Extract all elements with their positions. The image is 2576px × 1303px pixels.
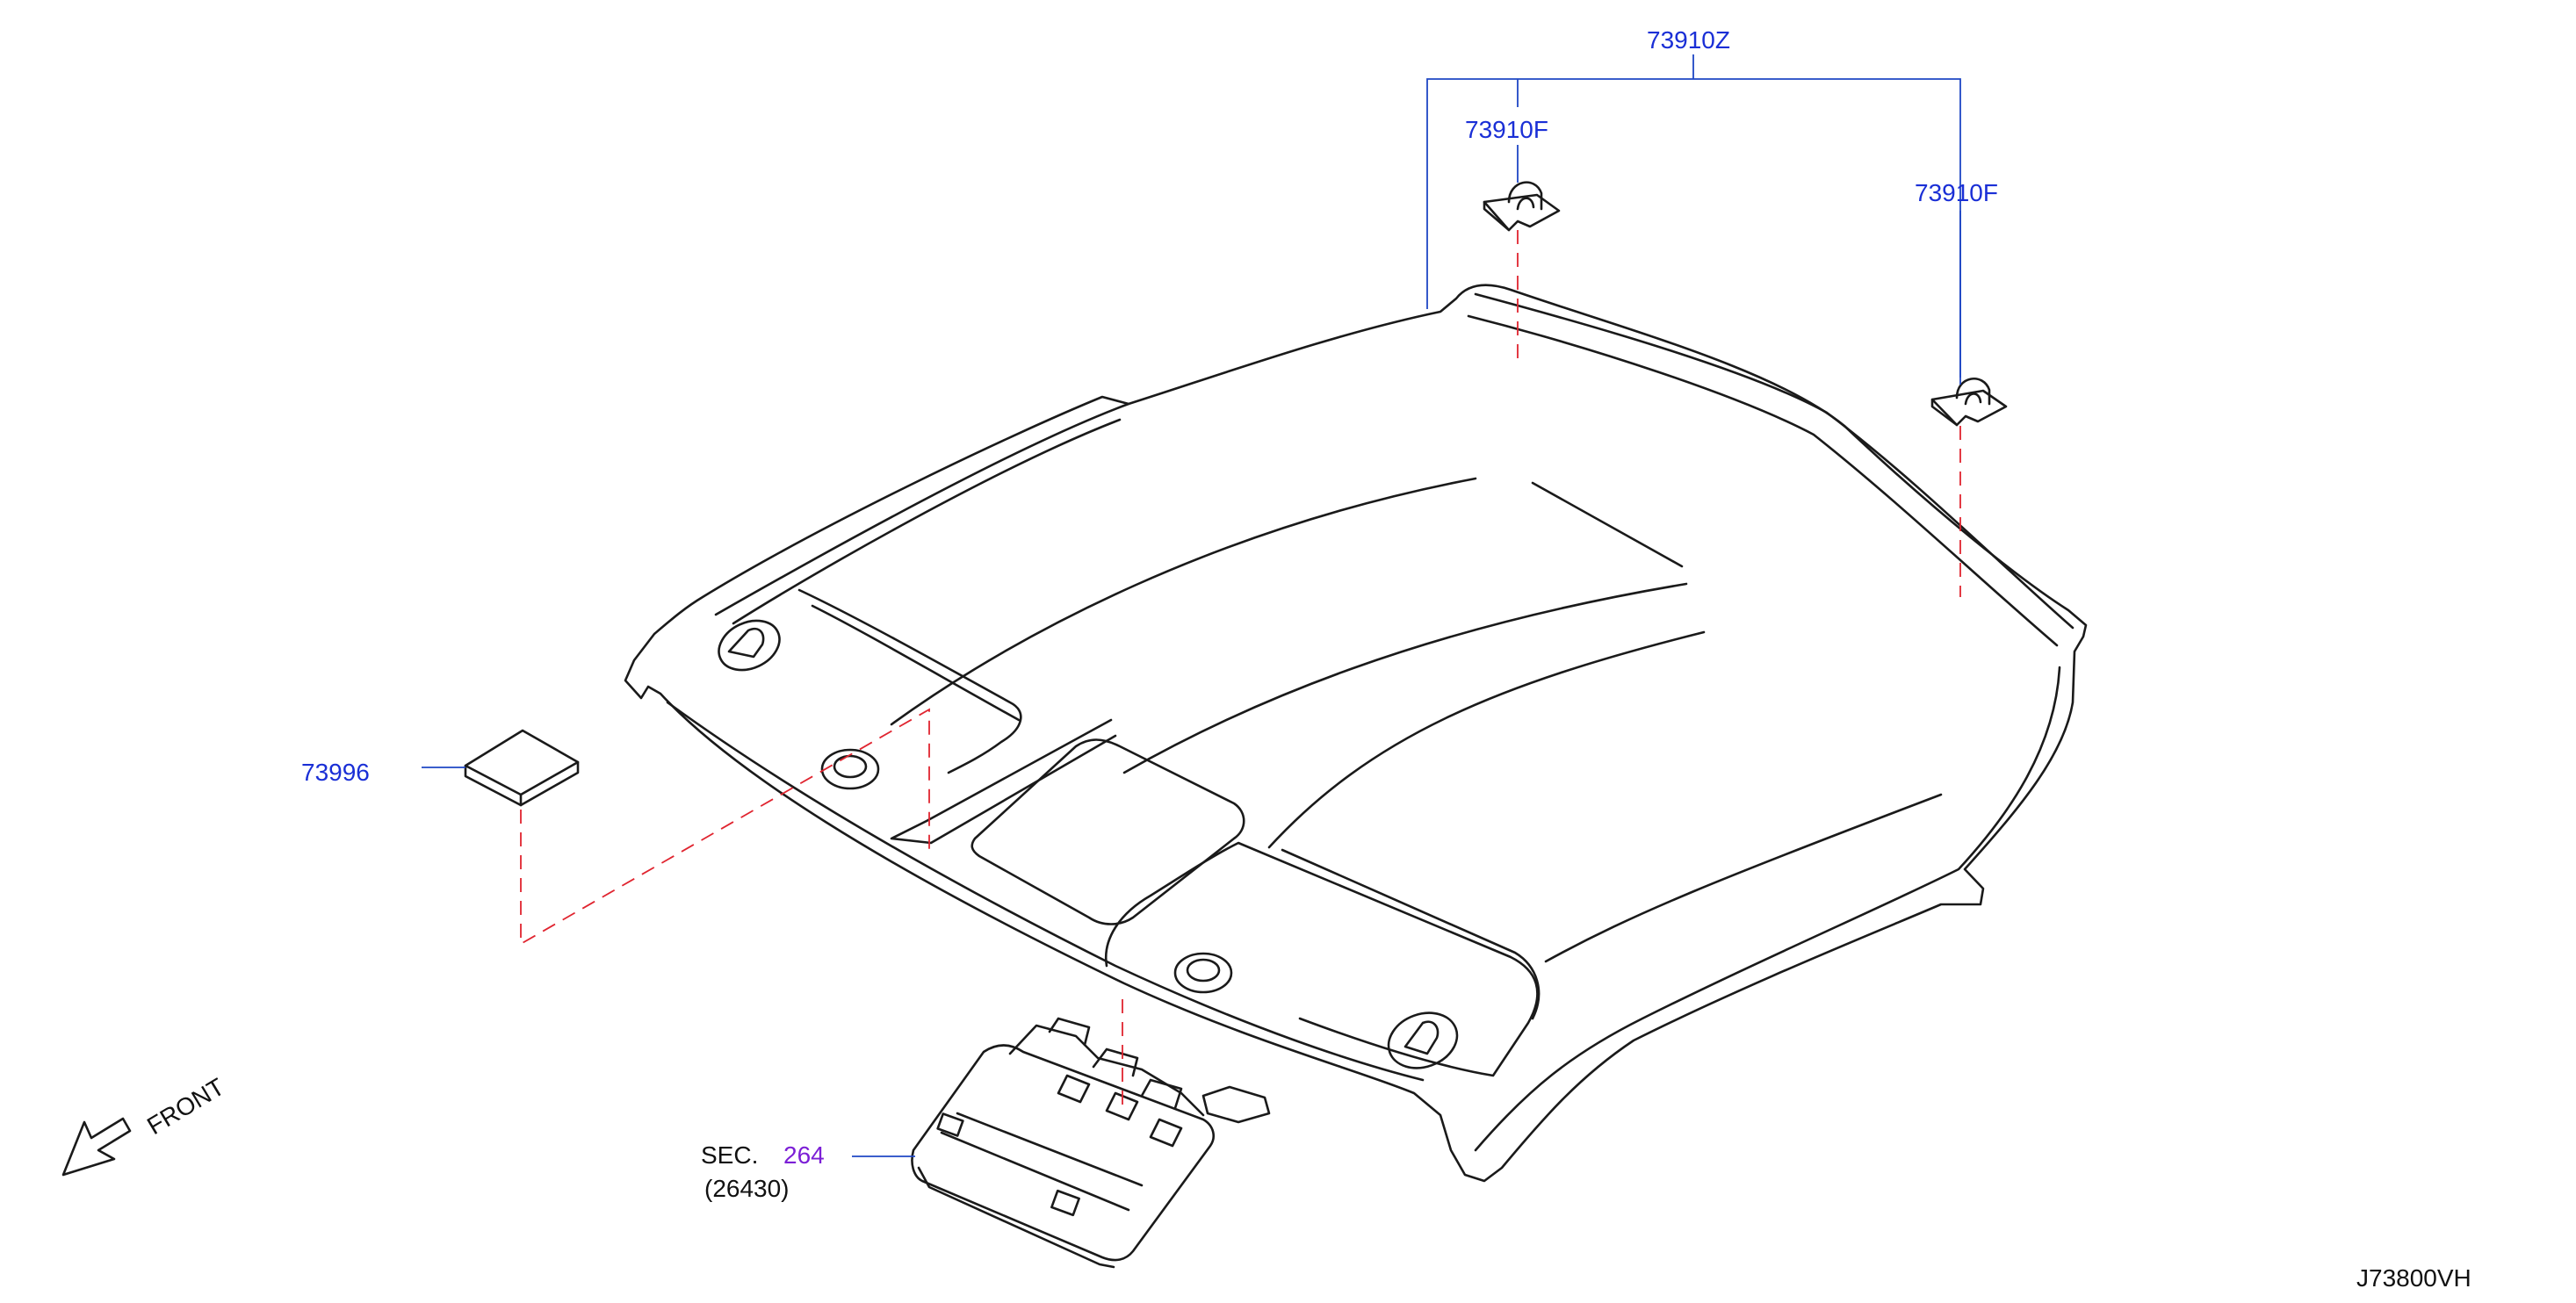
section-number-link[interactable]: 264 bbox=[783, 1141, 825, 1169]
part-label-73996: 73996 bbox=[301, 759, 370, 786]
section-prefix-label: SEC. bbox=[701, 1141, 758, 1169]
headlining-left-rail-inner bbox=[732, 418, 1122, 625]
headlining-left-recess-inner bbox=[811, 604, 1021, 722]
clip-73910F-right bbox=[1930, 377, 2008, 427]
headlining-left-recess bbox=[797, 588, 1022, 774]
part-label-73910F-left: 73910F bbox=[1465, 116, 1548, 143]
part-label-73910F-right: 73910F bbox=[1915, 179, 1998, 206]
headlining-outline bbox=[624, 284, 2088, 1183]
visor-clip-right bbox=[1387, 1011, 1459, 1069]
headlining-contour-4 bbox=[1267, 630, 1706, 849]
front-arrow-icon bbox=[61, 1117, 132, 1177]
headlining-left-rail bbox=[714, 402, 1130, 616]
clip-73910F-left bbox=[1483, 181, 1561, 232]
headlining-center-opening bbox=[971, 738, 1245, 925]
phantom-73996 bbox=[520, 708, 930, 946]
headlining-contour-3 bbox=[1531, 481, 1684, 568]
headlining-panel bbox=[624, 284, 2088, 1183]
diagram-id-label: J73800VH bbox=[2356, 1264, 2471, 1292]
grab-handle-boss-left bbox=[820, 748, 880, 790]
headlining-right-recess-inner bbox=[1281, 848, 1541, 1020]
part-label-73910Z: 73910Z bbox=[1647, 26, 1730, 54]
visor-clip-left bbox=[718, 619, 781, 672]
headlining-right-recess bbox=[1104, 841, 1539, 1077]
headlining-right-flange bbox=[1474, 666, 2061, 1152]
grab-handle-boss-right bbox=[1173, 952, 1233, 994]
headlining-contour-5 bbox=[1544, 793, 1943, 963]
headlining-contour-2 bbox=[1122, 582, 1688, 774]
front-label: FRONT bbox=[142, 1073, 229, 1140]
headlining-contour-1 bbox=[890, 477, 1477, 726]
phantom-lines bbox=[520, 230, 1961, 1108]
headlining-rear-edge-inner bbox=[1467, 314, 2059, 647]
headlining-rear-edge bbox=[1474, 292, 2075, 630]
headlining-front-edge bbox=[666, 701, 1425, 1082]
map-lamp-assembly bbox=[911, 1017, 1271, 1269]
section-part-label: (26430) bbox=[704, 1175, 790, 1202]
pad-73996 bbox=[464, 729, 580, 807]
headlining-left-crease bbox=[890, 718, 1117, 845]
callout-lines bbox=[422, 54, 1961, 1157]
front-direction-marker: FRONT bbox=[61, 1073, 229, 1177]
